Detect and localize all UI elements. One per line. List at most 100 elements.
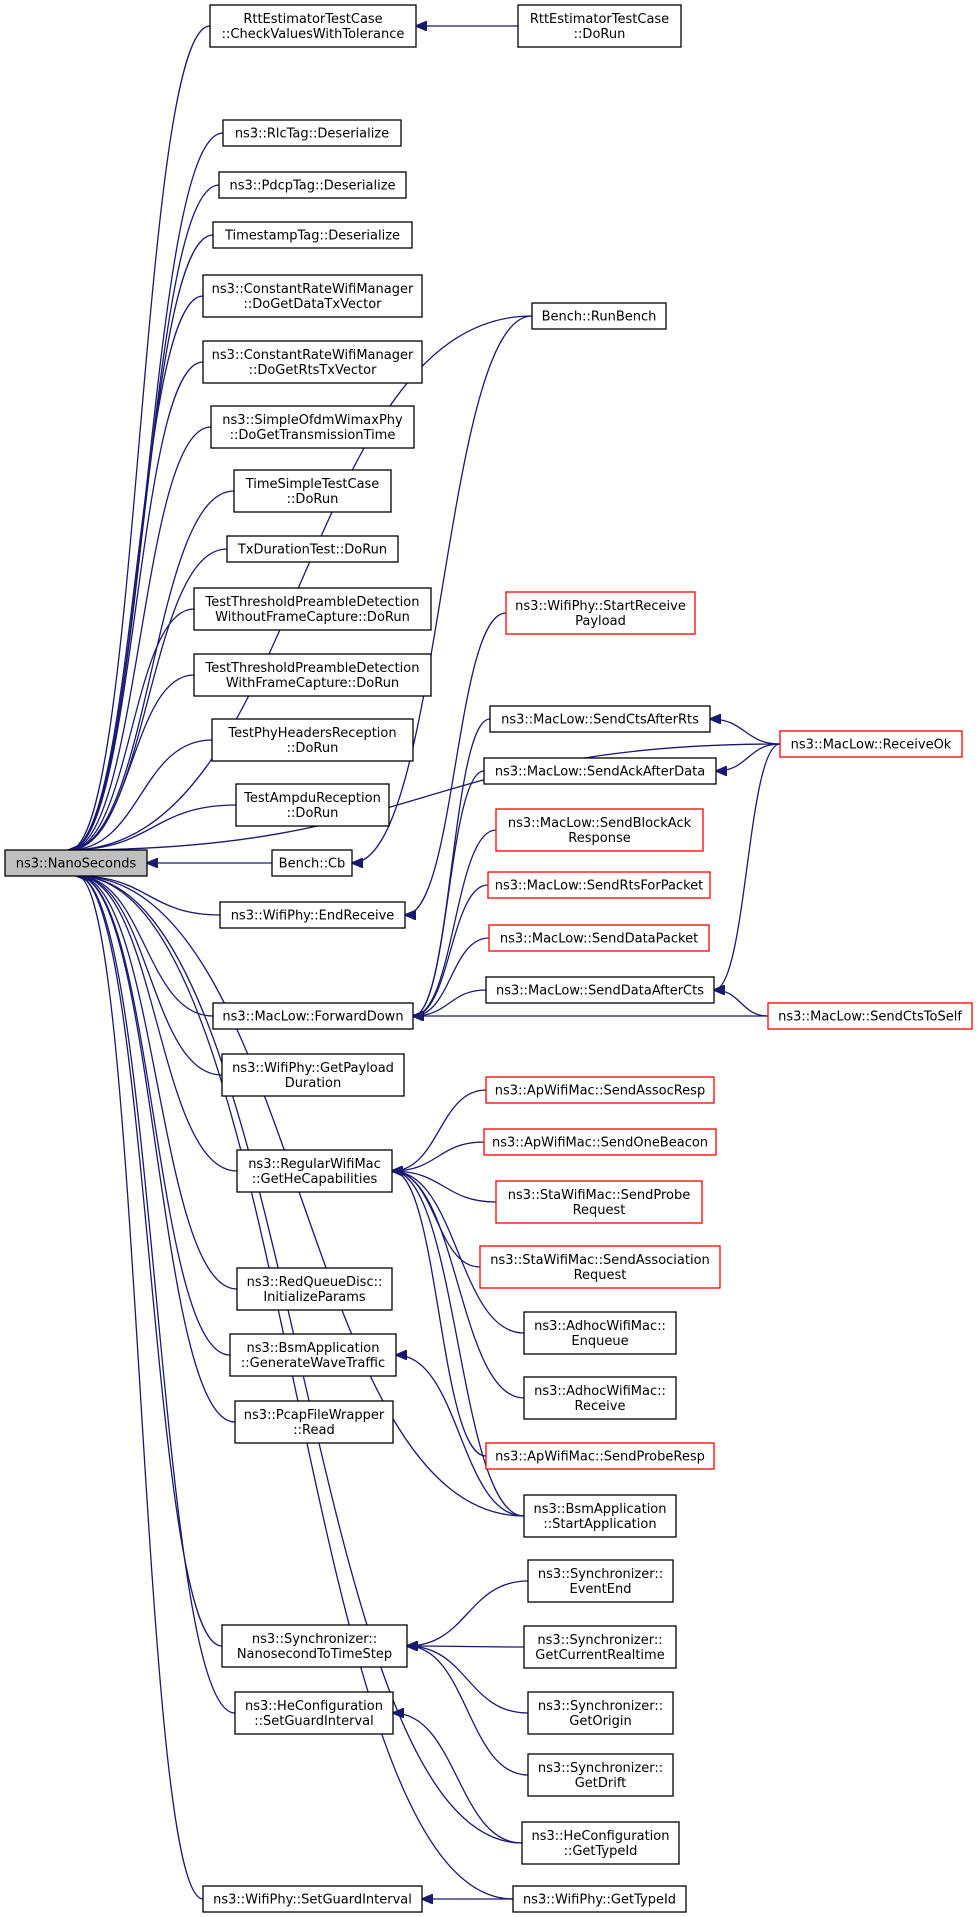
node-rlctag[interactable]: ns3::RlcTag::Deserialize bbox=[222, 119, 402, 147]
node-label: ::DoGetTransmissionTime bbox=[230, 428, 396, 443]
node-pdcptag[interactable]: ns3::PdcpTag::Deserialize bbox=[218, 171, 407, 199]
node-label: GetOrigin bbox=[569, 1714, 631, 1729]
node-maclow-sendrtsforpacket[interactable]: ns3::MacLow::SendRtsForPacket bbox=[487, 871, 711, 899]
node-label: TimeSimpleTestCase bbox=[245, 477, 380, 492]
node-label: TestAmpduReception bbox=[243, 791, 381, 806]
edge-wifiphy_getpayload-to-root bbox=[77, 876, 223, 1076]
edge-maclow_sendblockack-to-maclow_forwarddown bbox=[413, 829, 497, 1016]
node-maclow-senddatapacket[interactable]: ns3::MacLow::SendDataPacket bbox=[488, 924, 710, 952]
node-pcap-read[interactable]: ns3::PcapFileWrapper::Read bbox=[234, 1400, 394, 1444]
node-label: WithFrameCapture::DoRun bbox=[226, 676, 399, 691]
edge-redqueuedisc-to-root bbox=[77, 876, 238, 1290]
node-box bbox=[487, 871, 711, 899]
node-maclow-sendctstoself[interactable]: ns3::MacLow::SendCtsToSelf bbox=[767, 1002, 973, 1030]
node-redqueuedisc[interactable]: ns3::RedQueueDisc::InitializeParams bbox=[236, 1267, 393, 1311]
node-bsm-start[interactable]: ns3::BsmApplication::StartApplication bbox=[523, 1494, 677, 1538]
node-label: ns3::Synchronizer:: bbox=[537, 1633, 662, 1648]
node-simple-ofdm[interactable]: ns3::SimpleOfdmWimaxPhy::DoGetTransmissi… bbox=[210, 405, 415, 449]
node-box bbox=[221, 1053, 405, 1097]
node-sync-getcurrent[interactable]: ns3::Synchronizer::GetCurrentRealtime bbox=[523, 1625, 677, 1669]
node-box bbox=[521, 1821, 680, 1865]
node-label: InitializeParams bbox=[263, 1290, 366, 1305]
edge-bench_runbench-to-bench_cb bbox=[352, 315, 533, 863]
node-sync-eventend[interactable]: ns3::Synchronizer::EventEnd bbox=[527, 1559, 674, 1603]
node-timestamptag[interactable]: TimestampTag::Deserialize bbox=[212, 221, 413, 249]
node-maclow-sendackafterdata[interactable]: ns3::MacLow::SendAckAfterData bbox=[483, 757, 717, 785]
node-wifiphy-gettypeid[interactable]: ns3::WifiPhy::GetTypeId bbox=[512, 1885, 687, 1913]
node-maclow-receiveok[interactable]: ns3::MacLow::ReceiveOk bbox=[779, 730, 963, 758]
node-box bbox=[517, 4, 682, 48]
node-rtt-dorun[interactable]: RttEstimatorTestCase::DoRun bbox=[517, 4, 682, 48]
node-maclow-forwarddown[interactable]: ns3::MacLow::ForwardDown bbox=[212, 1002, 414, 1030]
node-heconfig-setguard[interactable]: ns3::HeConfiguration::SetGuardInterval bbox=[234, 1691, 394, 1735]
edge-ttpd_with-to-root bbox=[69, 674, 195, 850]
node-box bbox=[209, 4, 417, 48]
node-label: Response bbox=[568, 831, 630, 846]
node-label: Bench::RunBench bbox=[542, 310, 657, 325]
node-time-simple[interactable]: TimeSimpleTestCase::DoRun bbox=[233, 469, 392, 513]
node-heconfig-gettypeid[interactable]: ns3::HeConfiguration::GetTypeId bbox=[521, 1821, 680, 1865]
node-bench-cb[interactable]: Bench::Cb bbox=[271, 849, 353, 877]
node-txduration[interactable]: TxDurationTest::DoRun bbox=[226, 535, 399, 563]
node-apwifimac-sendassocresp[interactable]: ns3::ApWifiMac::SendAssocResp bbox=[485, 1076, 715, 1104]
node-box bbox=[234, 1400, 394, 1444]
node-apwifimac-sendproberesp[interactable]: ns3::ApWifiMac::SendProbeResp bbox=[485, 1442, 715, 1470]
node-label: ::SetGuardInterval bbox=[254, 1714, 374, 1729]
node-box bbox=[523, 1625, 677, 1669]
node-label: EventEnd bbox=[570, 1582, 632, 1597]
node-maclow-sendctsafterrts[interactable]: ns3::MacLow::SendCtsAfterRts bbox=[489, 705, 711, 733]
node-label: ns3::Synchronizer:: bbox=[538, 1761, 663, 1776]
node-box bbox=[485, 1076, 715, 1104]
node-ttpd-without[interactable]: TestThresholdPreambleDetectionWithoutFra… bbox=[193, 587, 432, 631]
node-bsm-generate[interactable]: ns3::BsmApplication::GenerateWaveTraffic bbox=[229, 1333, 397, 1377]
node-wifiphy-setguard[interactable]: ns3::WifiPhy::SetGuardInterval bbox=[202, 1885, 423, 1913]
node-label: ::DoGetRtsTxVector bbox=[249, 363, 378, 378]
node-maclow-senddataaftercts[interactable]: ns3::MacLow::SendDataAfterCts bbox=[485, 976, 715, 1004]
node-ttpd-with[interactable]: TestThresholdPreambleDetectionWithFrameC… bbox=[193, 653, 432, 697]
node-label: WithoutFrameCapture::DoRun bbox=[215, 610, 410, 625]
edge-sync_eventend-to-sync_nanotostep bbox=[407, 1580, 529, 1646]
node-regularwifimac-gethe[interactable]: ns3::RegularWifiMac::GetHeCapabilities bbox=[236, 1149, 393, 1193]
node-label: ns3::SimpleOfdmWimaxPhy bbox=[222, 413, 403, 428]
node-bench-runbench[interactable]: Bench::RunBench bbox=[531, 302, 667, 330]
node-box bbox=[4, 849, 148, 877]
node-apwifimac-sendonebeacon[interactable]: ns3::ApWifiMac::SendOneBeacon bbox=[483, 1128, 717, 1156]
node-label: Payload bbox=[575, 614, 626, 629]
edge-bench_runbench-to-root bbox=[69, 315, 533, 850]
node-box bbox=[479, 1245, 721, 1289]
node-label: ns3::MacLow::SendDataAfterCts bbox=[496, 984, 704, 999]
edge-wifiphy_startreceive-to-wifiphy_endreceive bbox=[405, 612, 507, 915]
node-box bbox=[495, 1180, 703, 1224]
node-layer: ns3::NanoSeconds RttEstimatorTestCase::Ch… bbox=[4, 4, 973, 1913]
node-label: ns3::StaWifiMac::SendAssociation bbox=[490, 1253, 710, 1268]
node-label: ns3::RlcTag::Deserialize bbox=[235, 127, 389, 142]
node-test-ampdu[interactable]: TestAmpduReception::DoRun bbox=[235, 783, 390, 827]
node-label: ::StartApplication bbox=[543, 1517, 656, 1532]
node-label: RttEstimatorTestCase bbox=[530, 12, 669, 27]
node-sync-getdrift[interactable]: ns3::Synchronizer::GetDrift bbox=[527, 1753, 674, 1797]
edge-adhoc_enqueue-to-regularwifimac_gethe bbox=[392, 1171, 525, 1334]
node-box bbox=[527, 1753, 674, 1797]
node-box bbox=[234, 1691, 394, 1735]
node-test-phy-headers[interactable]: TestPhyHeadersReception::DoRun bbox=[211, 718, 414, 762]
node-rtt-check[interactable]: RttEstimatorTestCase::CheckValuesWithTol… bbox=[209, 4, 417, 48]
edge-maclow_sendackafterdata-to-maclow_forwarddown bbox=[413, 770, 485, 1016]
node-root[interactable]: ns3::NanoSeconds bbox=[4, 849, 148, 877]
edge-heconfig_setguard-to-root bbox=[77, 876, 236, 1714]
node-wifiphy-endreceive[interactable]: ns3::WifiPhy::EndReceive bbox=[219, 901, 406, 929]
node-crwm-data[interactable]: ns3::ConstantRateWifiManager::DoGetDataT… bbox=[202, 274, 423, 318]
node-adhoc-enqueue[interactable]: ns3::AdhocWifiMac::Enqueue bbox=[523, 1311, 677, 1355]
node-sync-getorigin[interactable]: ns3::Synchronizer::GetOrigin bbox=[527, 1691, 674, 1735]
node-adhoc-receive[interactable]: ns3::AdhocWifiMac::Receive bbox=[523, 1376, 677, 1420]
edge-heconfig_gettypeid-to-heconfig_setguard bbox=[393, 1713, 523, 1844]
node-box bbox=[229, 1333, 397, 1377]
node-sync-nanotostep[interactable]: ns3::Synchronizer::NanosecondToTimeStep bbox=[221, 1624, 408, 1668]
edge-ttpd_without-to-root bbox=[69, 608, 195, 850]
node-crwm-rts[interactable]: ns3::ConstantRateWifiManager::DoGetRtsTx… bbox=[202, 340, 423, 384]
node-label: ns3::RedQueueDisc:: bbox=[247, 1275, 383, 1290]
